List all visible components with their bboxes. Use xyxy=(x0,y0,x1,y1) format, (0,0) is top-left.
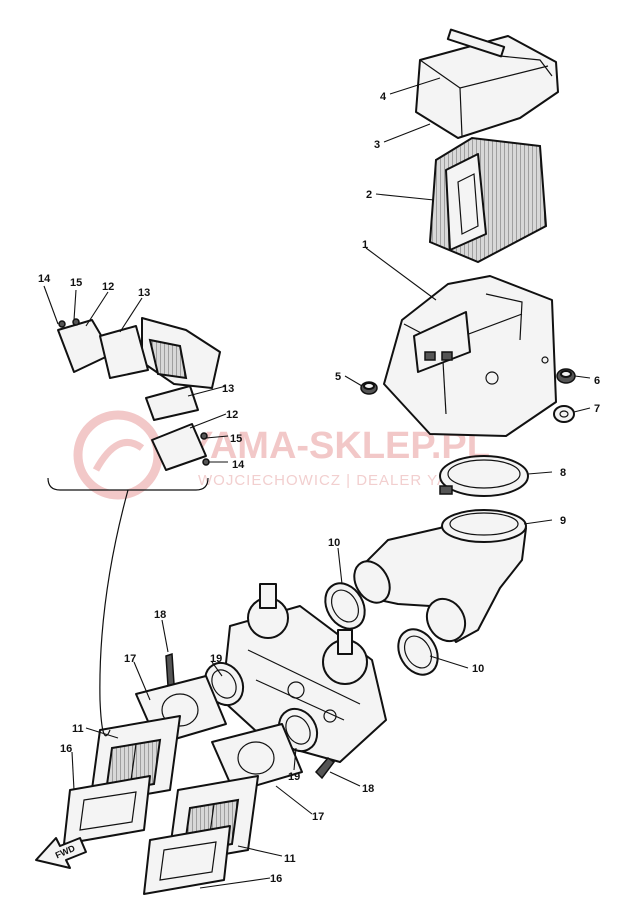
callout-3: 3 xyxy=(374,139,380,151)
callout-15-left: 15 xyxy=(70,277,82,289)
part-hose-clamp-lower xyxy=(397,628,439,676)
callout-7: 7 xyxy=(594,403,600,415)
leader-lines xyxy=(43,77,591,889)
callout-18-lower: 18 xyxy=(362,783,374,795)
callout-2: 2 xyxy=(366,189,372,201)
part-washer xyxy=(553,405,575,423)
watermark-logo xyxy=(73,410,163,500)
part-grommet-right xyxy=(556,368,576,384)
callout-8: 8 xyxy=(560,467,566,479)
callout-13-upper: 13 xyxy=(138,287,150,299)
callout-14-left: 14 xyxy=(38,273,51,285)
callout-12-right: 12 xyxy=(226,409,238,421)
callout-4: 4 xyxy=(380,91,387,103)
callout-19-upper: 19 xyxy=(210,653,222,665)
part-hose-clamp-upper xyxy=(324,582,366,630)
part-gasket-lower xyxy=(211,723,303,793)
callout-17-lower: 17 xyxy=(312,811,324,823)
detail-bracket xyxy=(47,477,209,491)
callout-6: 6 xyxy=(594,375,600,387)
watermark-logo-mark xyxy=(92,438,145,472)
part-bolt-lower xyxy=(314,757,336,780)
part-carburetor-assembly xyxy=(221,583,387,763)
callout-16-lower: 16 xyxy=(270,873,282,885)
callout-11-upper: 11 xyxy=(72,723,84,735)
part-bolt-upper xyxy=(165,652,175,688)
callout-10-lower: 10 xyxy=(472,663,484,675)
part-air-filter-element xyxy=(428,136,548,264)
callout-19-lower: 19 xyxy=(288,771,300,783)
watermark-subtitle: WOJCIECHOWICZ | DEALER YAMAHA xyxy=(198,472,495,489)
callout-12-left: 12 xyxy=(102,281,114,293)
forward-arrow-icon: FWD xyxy=(35,837,87,869)
callout-16-upper: 16 xyxy=(60,743,72,755)
callout-labels: 1 2 3 4 5 6 7 8 9 10 10 11 11 12 12 13 1… xyxy=(38,91,600,885)
callout-15-right: 15 xyxy=(230,433,242,445)
callout-5: 5 xyxy=(335,371,341,383)
part-air-box xyxy=(383,275,557,437)
callout-14-right: 14 xyxy=(232,459,245,471)
callout-11-lower: 11 xyxy=(284,853,296,865)
callout-1: 1 xyxy=(362,239,368,251)
part-intake-joint xyxy=(353,509,527,643)
part-base-gasket-upper xyxy=(63,775,151,845)
part-grommet-left xyxy=(360,381,378,395)
callout-10-upper: 10 xyxy=(328,537,340,549)
callout-18-upper: 18 xyxy=(154,609,166,621)
reed-valve-detail xyxy=(57,317,221,471)
part-clamp-band xyxy=(439,455,529,497)
callout-9: 9 xyxy=(560,515,566,527)
part-air-box-cap xyxy=(415,28,559,139)
callout-17-upper: 17 xyxy=(124,653,136,665)
part-base-gasket-lower xyxy=(143,825,231,895)
detail-connector-line xyxy=(99,489,129,737)
callout-13-lower: 13 xyxy=(222,383,234,395)
